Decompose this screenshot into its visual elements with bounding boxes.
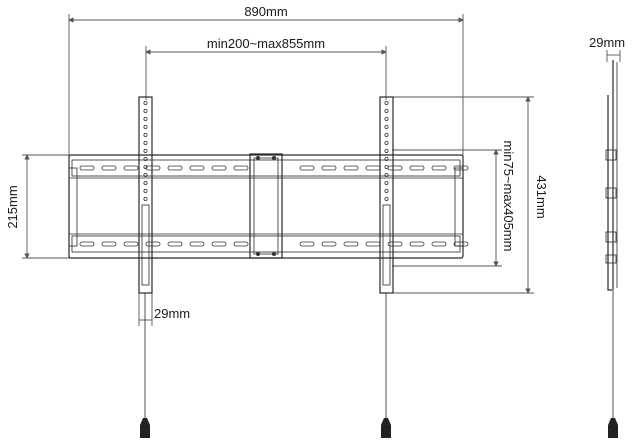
frame-height-label: 215mm [5, 185, 20, 228]
profile-depth-label: 29mm [589, 35, 625, 50]
rail-slot [321, 241, 337, 247]
rail-slot [233, 165, 249, 171]
overall-width-dimension: 890mm [68, 4, 464, 160]
arm-hole [384, 148, 389, 153]
rail-slot [189, 165, 205, 171]
rail-slot [123, 241, 139, 247]
rail-slot [387, 165, 403, 171]
bracket-height-label: 431mm [534, 175, 549, 218]
side-safety-cord-weight [608, 418, 618, 438]
center-plate [249, 153, 283, 259]
arm-hole [143, 196, 148, 201]
rail-slot [145, 165, 161, 171]
rail-slot [101, 241, 117, 247]
arm-hole [384, 140, 389, 145]
right-vertical-arm [379, 96, 394, 438]
arm-hole [384, 109, 389, 114]
rail-slot [409, 241, 425, 247]
arm-hole [143, 156, 148, 161]
arm-hole [384, 180, 389, 185]
rail-slot [431, 165, 447, 171]
left-safety-cord-weight [140, 418, 150, 438]
arm-hole [384, 172, 389, 177]
arm-width-dimension: 29mm [138, 290, 190, 326]
side-profile-view [605, 60, 618, 438]
rail-slot [189, 241, 205, 247]
upper-slot-row [79, 165, 469, 171]
rail-slot [79, 241, 95, 247]
vesa-width-label: min200~max855mm [207, 36, 325, 51]
vesa-height-dimension: min75~max405mm [392, 141, 516, 267]
rail-slot [211, 165, 227, 171]
rail-slot [123, 165, 139, 171]
left-vertical-arm [138, 96, 153, 438]
arm-hole [143, 101, 148, 106]
rail-slot [299, 241, 315, 247]
rail-slot [453, 241, 469, 247]
arm-hole [143, 172, 148, 177]
rail-slot [387, 241, 403, 247]
rail-slot [167, 241, 183, 247]
rail-slot [167, 165, 183, 171]
arm-hole [143, 132, 148, 137]
arm-hole [143, 140, 148, 145]
arm-hole [143, 164, 148, 169]
rail-slot [79, 165, 95, 171]
arm-hole [143, 188, 148, 193]
rail-slot [343, 241, 359, 247]
arm-hole [143, 109, 148, 114]
wall-rail [68, 154, 469, 259]
right-safety-cord-weight [381, 418, 391, 438]
arm-hole [384, 117, 389, 122]
bracket-height-dimension: 431mm [392, 96, 549, 294]
rail-slot [145, 241, 161, 247]
arm-hole [143, 125, 148, 130]
profile-depth-dimension: 29mm [589, 35, 625, 62]
rail-slot [365, 241, 381, 247]
rail-slot [431, 241, 447, 247]
rail-slot [365, 165, 381, 171]
arm-hole [143, 180, 148, 185]
rail-slot [453, 165, 469, 171]
arm-hole [384, 125, 389, 130]
vesa-width-dimension: min200~max855mm [145, 36, 387, 100]
lower-slot-row [79, 241, 469, 247]
rail-slot [211, 241, 227, 247]
rail-slot [101, 165, 117, 171]
arm-hole [384, 156, 389, 161]
arm-hole [143, 117, 148, 122]
rail-slot [233, 241, 249, 247]
vesa-height-label: min75~max405mm [501, 141, 516, 252]
rail-slot [299, 165, 315, 171]
arm-hole [143, 148, 148, 153]
arm-hole [384, 196, 389, 201]
overall-width-label: 890mm [244, 4, 287, 19]
rail-slot [409, 165, 425, 171]
arm-hole [384, 132, 389, 137]
rail-slot [321, 165, 337, 171]
arm-hole [384, 188, 389, 193]
arm-hole [384, 101, 389, 106]
arm-hole [384, 164, 389, 169]
frame-height-dimension: 215mm [5, 154, 70, 259]
rail-slot [343, 165, 359, 171]
arm-width-label: 29mm [154, 306, 190, 321]
